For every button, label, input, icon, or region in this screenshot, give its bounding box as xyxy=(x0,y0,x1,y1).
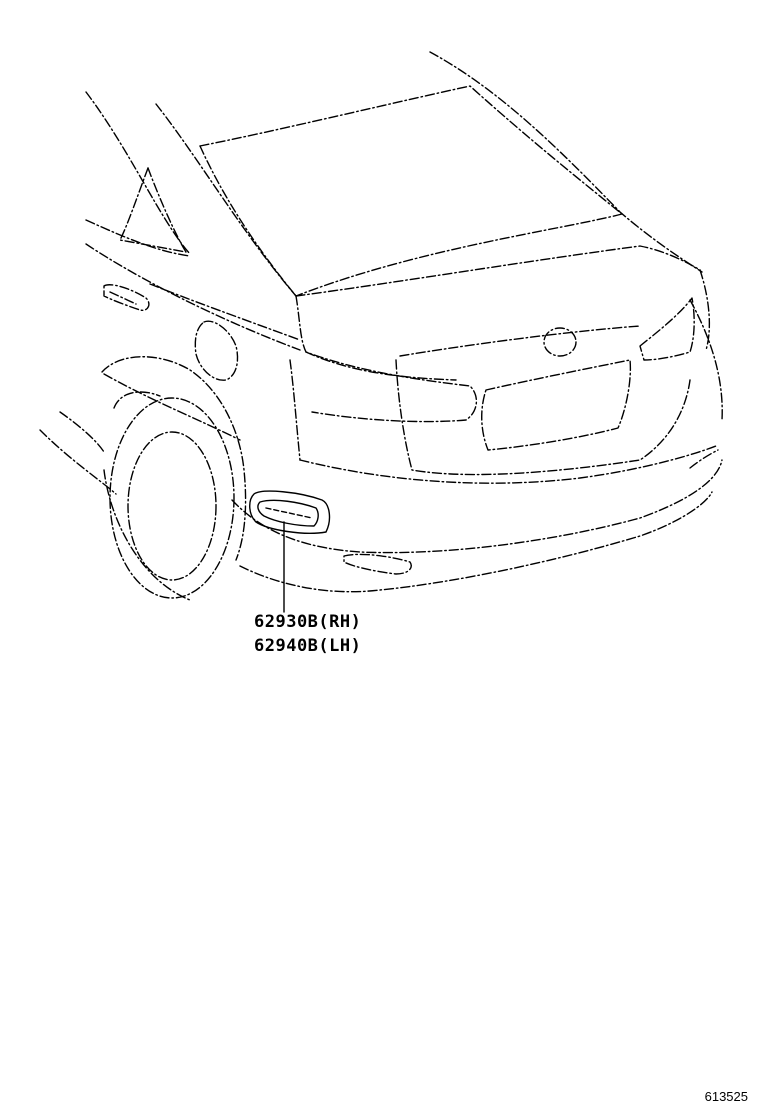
tail-lamps xyxy=(289,269,711,461)
rear-wheel xyxy=(101,356,247,601)
rear-reflector xyxy=(249,490,331,534)
part-number-lh: 62940B(LH) xyxy=(254,636,362,656)
body-side-lines xyxy=(39,243,301,495)
door-handle xyxy=(103,284,150,312)
side-window-and-pillar xyxy=(85,91,297,297)
fuel-door xyxy=(194,320,239,381)
rear-bumper xyxy=(231,299,723,593)
license-plate-recess xyxy=(395,325,691,476)
part-number-rh: 62930B(RH) xyxy=(254,612,362,632)
roof-and-trunk-outline xyxy=(199,51,703,297)
rear-emblem xyxy=(543,327,577,357)
illustration-id: 613525 xyxy=(704,1089,748,1104)
